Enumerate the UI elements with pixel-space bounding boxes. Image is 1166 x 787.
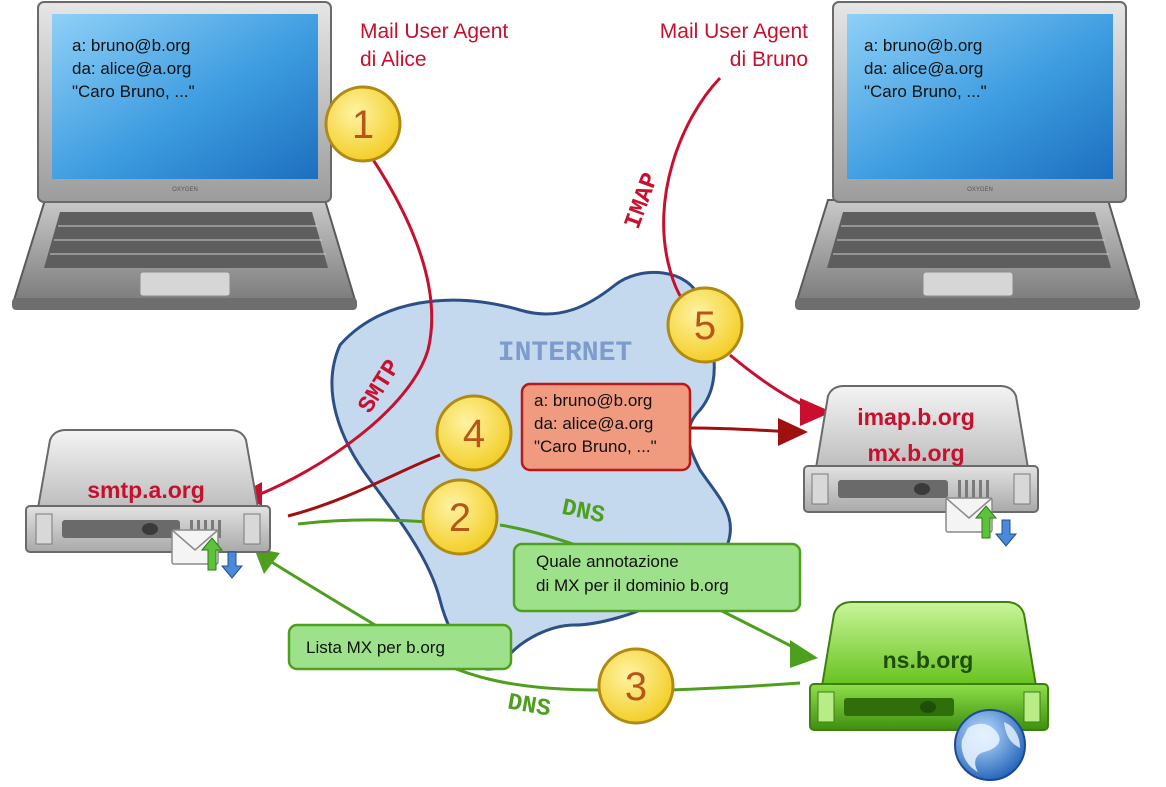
step-badge-3: 3 <box>597 647 675 725</box>
alice-mua-label-line2: di Alice <box>360 48 427 71</box>
mail-transfer-icon <box>945 497 1018 547</box>
step-number: 2 <box>449 496 471 540</box>
bruno-mua-label-line1: Mail User Agent <box>660 20 808 43</box>
dns-reply-text: Lista MX per b.org <box>306 638 445 657</box>
imap-server-name: imap.b.org <box>857 404 975 430</box>
screen-line-body: "Caro Bruno, ..." <box>864 82 987 101</box>
message-line-to: a: bruno@b.org <box>534 391 652 410</box>
smtp-connection <box>257 154 434 497</box>
laptop-screen <box>52 14 318 179</box>
arrowhead <box>778 418 808 446</box>
message-box: a: bruno@b.org da: alice@a.org "Caro Bru… <box>520 382 692 472</box>
ns-server-name: ns.b.org <box>883 647 974 673</box>
step-number: 1 <box>352 103 374 147</box>
imap-protocol-label: IMAP <box>620 169 665 232</box>
mail-transfer-icon <box>171 529 244 579</box>
message-line-from: da: alice@a.org <box>534 414 653 433</box>
smtp-server-name: smtp.a.org <box>87 477 205 503</box>
laptop-alice: OXYGEN a: bruno@b.org da: alice@a.org "C… <box>12 1 357 310</box>
step-number: 5 <box>694 304 716 348</box>
dns-query-box: Quale annotazione di MX per il dominio b… <box>512 542 802 613</box>
arrowhead <box>254 548 280 574</box>
step-badge-1: 1 <box>324 85 402 163</box>
internet-label: INTERNET <box>498 338 632 369</box>
step-number: 4 <box>463 412 485 456</box>
laptop-brand: OXYGEN <box>967 187 993 193</box>
server-smtp: smtp.a.org <box>25 429 271 553</box>
alice-mua-label-line1: Mail User Agent <box>360 20 508 43</box>
message-line-body: "Caro Bruno, ..." <box>534 437 657 456</box>
screen-line-body: "Caro Bruno, ..." <box>72 82 195 101</box>
laptop-brand: OXYGEN <box>172 187 198 193</box>
laptop-screen <box>847 14 1113 179</box>
screen-line-to: a: bruno@b.org <box>864 36 982 55</box>
arrowhead <box>800 398 832 426</box>
screen-line-from: da: alice@a.org <box>72 59 191 78</box>
step-number: 3 <box>625 665 647 709</box>
bruno-mua-label-line2: di Bruno <box>730 48 808 71</box>
arrowhead <box>790 640 818 668</box>
dns-reply-box: Lista MX per b.org <box>287 623 513 671</box>
server-imap-mx: imap.b.org mx.b.org <box>803 385 1039 513</box>
relay-connection-right <box>689 426 791 434</box>
mx-server-name: mx.b.org <box>867 440 964 466</box>
relay-connection-left <box>287 453 441 518</box>
dns-query-line1: Quale annotazione <box>536 552 679 571</box>
screen-line-from: da: alice@a.org <box>864 59 983 78</box>
laptop-bruno: OXYGEN a: bruno@b.org da: alice@a.org "C… <box>795 1 1140 310</box>
step-badge-4: 4 <box>435 394 513 472</box>
dns-reply-protocol-label: DNS <box>505 690 552 724</box>
server-ns: ns.b.org <box>809 601 1049 731</box>
step-badge-2: 2 <box>421 478 499 556</box>
globe-icon <box>954 709 1026 781</box>
screen-line-to: a: bruno@b.org <box>72 36 190 55</box>
step-badge-5: 5 <box>666 286 744 364</box>
dns-query-line2: di MX per il dominio b.org <box>536 576 729 595</box>
